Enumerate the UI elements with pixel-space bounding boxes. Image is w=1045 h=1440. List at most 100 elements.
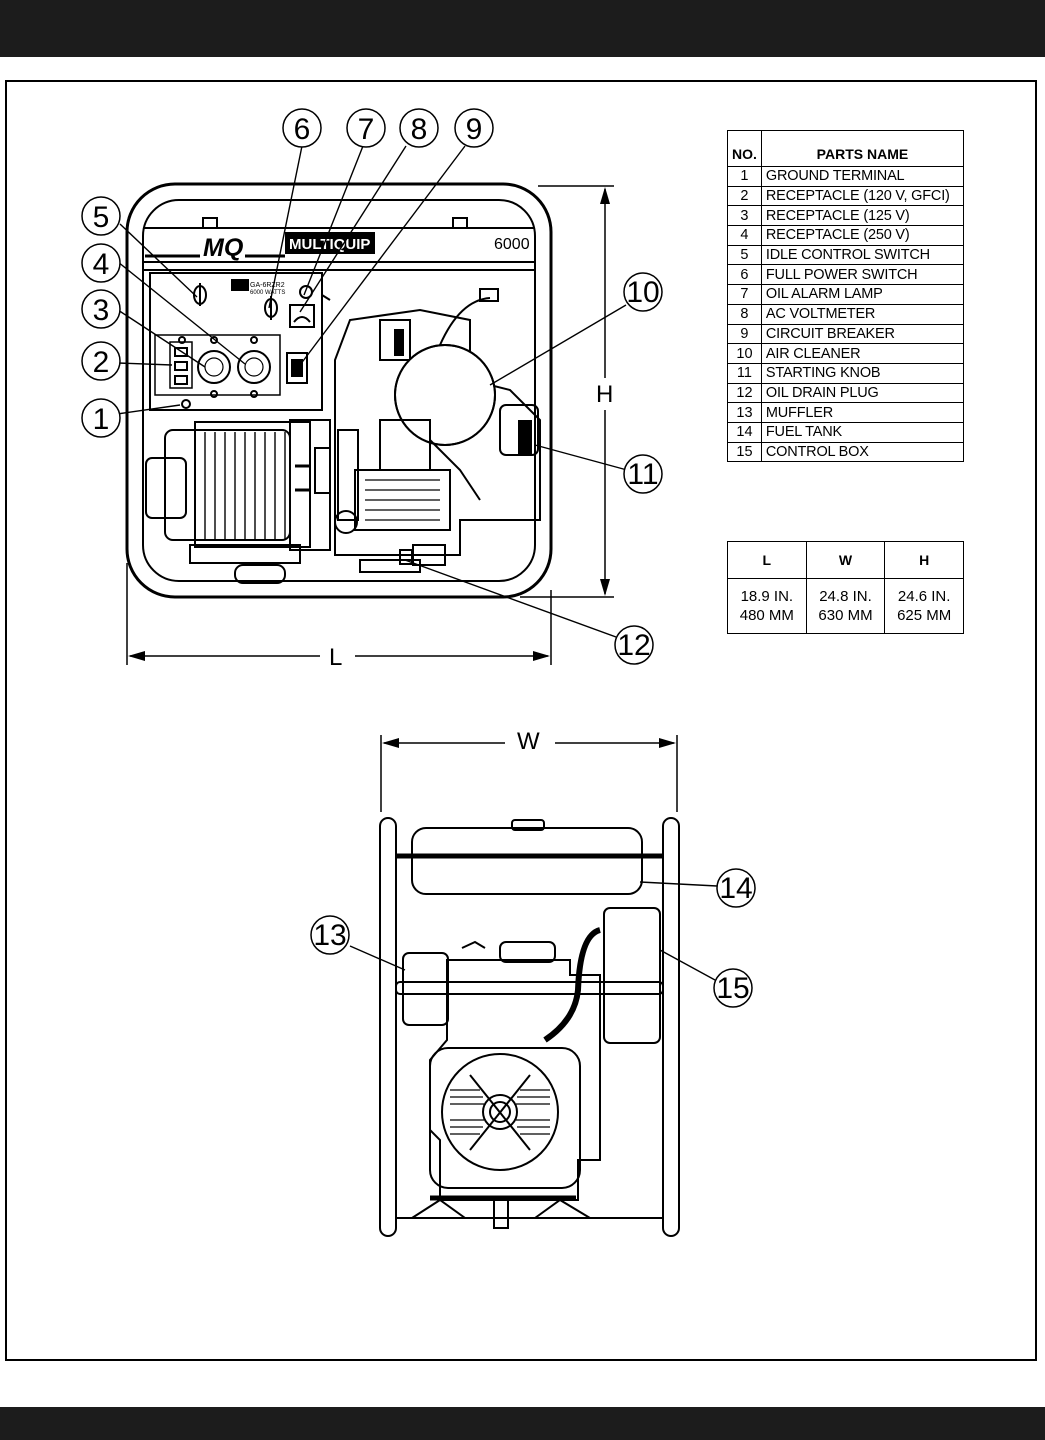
part-name: AIR CLEANER [760,343,965,364]
part-number: 6 [727,264,762,286]
part-number: 3 [727,205,762,227]
part-name: CONTROL BOX [760,441,965,463]
callout-15: 15 [713,968,753,1008]
dim-height-in: 24.6 IN. [897,588,951,605]
dimension-lines-front [126,185,614,665]
diagram-frame [5,80,1037,1361]
svg-text:9: 9 [466,113,483,146]
callout-3: 3 [81,289,121,329]
part-name: CIRCUIT BREAKER [760,323,965,345]
part-number: 10 [727,343,762,364]
svg-text:5: 5 [93,201,110,234]
dimension-label-length: L [329,644,342,671]
part-number: 15 [727,441,762,463]
callout-2: 2 [81,341,121,381]
part-name: RECEPTACLE (125 V) [760,205,965,227]
svg-text:7: 7 [358,113,375,146]
panel-model: GA-6RZR2 [250,282,285,289]
dimension-label-width: W [517,728,540,755]
part-name: RECEPTACLE (250 V) [760,225,965,246]
dim-length-cell: 18.9 IN. 480 MM [727,578,807,634]
dimensions-table: L W H 18.9 IN. 480 MM 24.8 IN. 630 MM 24.6… [727,541,964,634]
part-number: 14 [727,421,762,443]
dimension-lines-top [380,735,678,812]
dim-header-length: L [727,541,807,579]
callout-14: 14 [716,868,756,908]
parts-header-name: PARTS NAME [760,130,965,167]
dim-width-in: 24.8 IN. [819,588,872,605]
top-view [379,817,680,1237]
part-number: 8 [727,303,762,325]
callout-1: 1 [81,398,121,438]
footer-band [0,1407,1045,1440]
part-number: 12 [727,382,762,404]
part-name: AC VOLTMETER [760,303,965,325]
svg-text:14: 14 [719,872,752,905]
svg-text:12: 12 [617,629,650,662]
part-number: 9 [727,323,762,345]
callout-leaders [116,145,718,981]
parts-header-no: NO. [727,130,762,167]
part-name: STARTING KNOB [760,362,965,384]
svg-text:8: 8 [411,113,428,146]
part-name: MUFFLER [760,402,965,423]
svg-text:10: 10 [626,276,659,309]
dim-height-mm: 625 MM [897,607,952,624]
part-number: 7 [727,284,762,305]
dim-height-cell: 24.6 IN. 625 MM [884,578,964,634]
callout-13: 13 [310,915,350,955]
dim-length-in: 18.9 IN. [740,588,794,605]
part-number: 2 [727,185,762,207]
part-name: OIL DRAIN PLUG [760,382,965,404]
dimension-label-height: H [596,381,613,408]
callout-11: 11 [623,454,663,494]
part-name: OIL ALARM LAMP [760,284,965,305]
part-name: RECEPTACLE (120 V, GFCI) [760,185,965,207]
callout-6: 6 [282,108,322,148]
model-number: 6000 [494,236,530,253]
svg-text:15: 15 [716,972,749,1005]
part-name: FUEL TANK [760,421,965,443]
callout-7: 7 [346,108,386,148]
callout-10: 10 [623,272,663,312]
part-number: 5 [727,244,762,266]
dim-width-cell: 24.8 IN. 630 MM [805,578,886,634]
svg-text:4: 4 [93,248,110,281]
table-row: 18.9 IN. 480 MM 24.8 IN. 630 MM 24.6 IN. 62… [727,578,964,634]
callout-12: 12 [614,625,654,665]
dim-header-height: H [884,541,964,579]
front-view-labels: MQ MULTIQUIP 6000 GA-6RZR2 6000 WATTS [203,234,530,296]
dim-header-width: W [805,541,886,579]
callouts: 1 2 3 4 5 6 7 8 9 10 11 12 13 14 15 [81,108,756,1008]
dim-length-mm: 480 MM [739,607,794,624]
svg-text:6: 6 [294,113,311,146]
header-band [0,0,1045,57]
callout-9: 9 [454,108,494,148]
panel-rating: 6000 WATTS [250,290,285,296]
part-number: 1 [727,166,762,187]
dim-width-mm: 630 MM [818,607,873,624]
callout-5: 5 [81,196,121,236]
svg-text:13: 13 [313,919,346,952]
part-number: 11 [727,362,762,384]
part-name: GROUND TERMINAL [760,166,965,187]
svg-text:1: 1 [93,403,110,436]
part-name: FULL POWER SWITCH [760,264,965,286]
brand-logo: MQ [203,234,244,262]
svg-text:2: 2 [93,346,110,379]
